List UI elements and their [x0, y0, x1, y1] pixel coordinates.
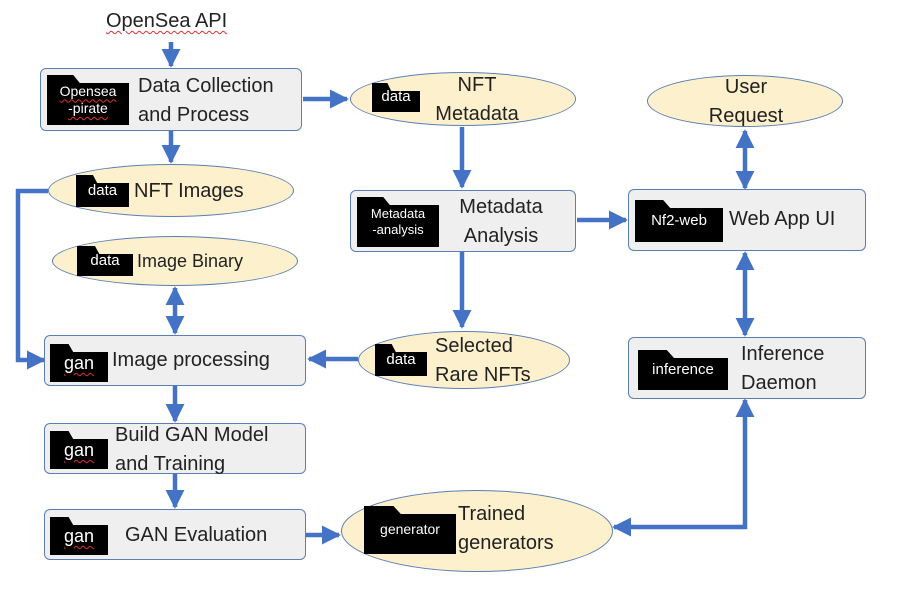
node-label: Inference Daemon: [741, 343, 825, 394]
nft-metadata-node[interactable]: data NFT Metadata: [350, 72, 576, 126]
opensea-word: OpenSea API: [106, 10, 228, 32]
data-folder-icon: data: [76, 175, 129, 207]
node-label: Image processing: [112, 349, 270, 371]
folder-label: data: [90, 251, 120, 269]
node-label: NFT Images: [134, 180, 244, 202]
node-label: Web App UI: [729, 208, 836, 230]
node-label: Trained generators: [458, 503, 554, 554]
data-folder-icon: data: [77, 246, 133, 276]
image-processing-node[interactable]: gan Image processing: [44, 335, 306, 386]
web-app-ui-node[interactable]: Nf2-web Web App UI: [628, 189, 866, 251]
folder-label: Opensea -pirate: [59, 82, 117, 117]
folder-label: gan: [63, 439, 95, 460]
trained-generators-node[interactable]: generator Trained generators: [341, 490, 613, 572]
folder-label: data: [381, 88, 411, 106]
gan-folder-icon: gan: [50, 344, 108, 382]
build-gan-node[interactable]: gan Build GAN Model and Training: [44, 423, 306, 475]
node-label: Image Binary: [137, 251, 244, 271]
opensea-api-label: OpenSea API: [106, 10, 227, 33]
data-folder-icon: data: [372, 83, 420, 112]
node-label: GAN Evaluation: [125, 524, 268, 546]
metadata-analysis-folder-icon: Metadata -analysis: [357, 197, 439, 247]
folder-label: generator: [380, 521, 440, 538]
user-request-node[interactable]: User Request: [647, 75, 843, 127]
node-label: Build GAN Model and Training: [115, 424, 269, 475]
folder-label: Metadata -analysis: [370, 205, 426, 237]
selected-rare-nfts-node[interactable]: data Selected Rare NFTs: [358, 331, 570, 389]
gan-folder-icon: gan: [50, 431, 108, 469]
node-label: Data Collection and Process: [138, 75, 274, 126]
folder-label: data: [386, 350, 416, 368]
arrow-generators-inference: [612, 398, 755, 537]
folder-label: inference: [652, 360, 714, 378]
folder-label: gan: [63, 525, 95, 546]
gan-evaluation-node[interactable]: gan GAN Evaluation: [44, 509, 306, 560]
node-label: User Request: [708, 76, 784, 127]
folder-label: Nf2-web: [651, 211, 707, 229]
node-label: Selected Rare NFTs: [435, 335, 531, 386]
arrow-images-to-processing: [15, 188, 48, 370]
gan-folder-icon: gan: [50, 517, 108, 555]
opensea-pirate-folder-icon: Opensea -pirate: [47, 75, 129, 125]
generator-folder-icon: generator: [364, 506, 456, 554]
image-binary-node[interactable]: data Image Binary: [52, 236, 298, 286]
data-collection-node[interactable]: Opensea -pirate Data Collection and Proc…: [40, 68, 302, 131]
nf2-web-folder-icon: Nf2-web: [635, 200, 723, 242]
metadata-analysis-node[interactable]: Metadata -analysis Metadata Analysis: [350, 190, 576, 252]
folder-label: data: [87, 181, 118, 199]
data-folder-icon: data: [375, 344, 427, 376]
inference-daemon-node[interactable]: inference Inference Daemon: [628, 337, 866, 399]
nft-images-node[interactable]: data NFT Images: [48, 164, 294, 217]
node-label: NFT Metadata: [435, 74, 519, 125]
node-label: Metadata Analysis: [459, 196, 543, 247]
inference-folder-icon: inference: [638, 350, 728, 390]
folder-label: gan: [63, 352, 95, 373]
